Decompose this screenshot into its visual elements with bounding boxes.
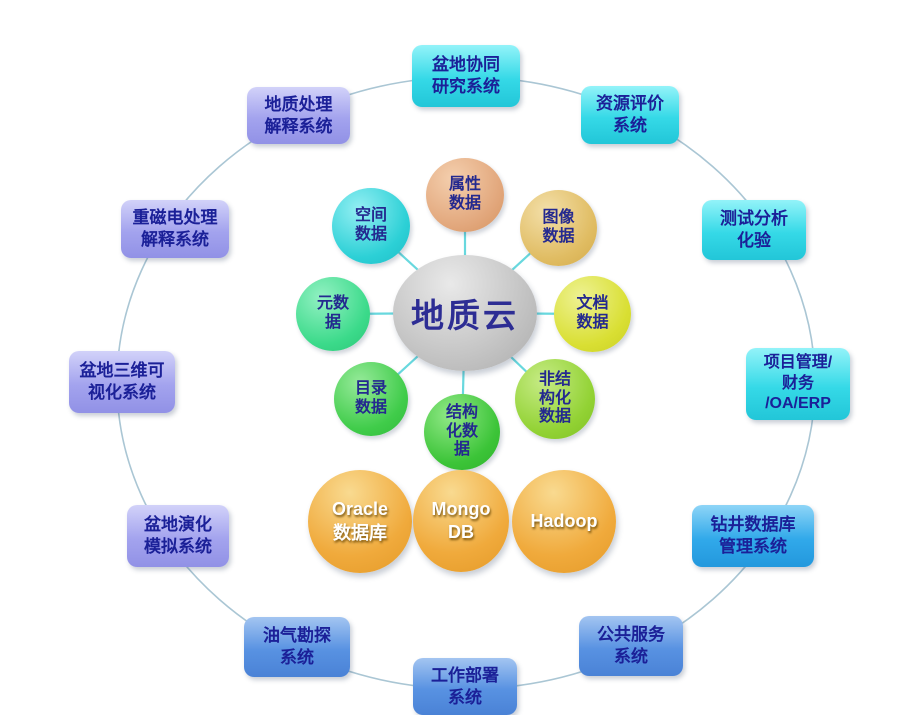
label-line: 工作部署 — [431, 665, 499, 685]
label-line: 视化系统 — [88, 383, 156, 402]
label-line: 系统 — [280, 648, 314, 667]
label-line: 财务 — [781, 374, 814, 392]
label-line: 公共服务 — [597, 625, 665, 645]
geology-cloud-center: 地质云 — [393, 255, 537, 371]
label-line: 盆地演化 — [144, 515, 212, 535]
label-line: 化验 — [737, 231, 771, 250]
label-line: 模拟系统 — [144, 537, 212, 556]
label-line: 数据 — [448, 195, 481, 212]
label-line: 据 — [324, 314, 341, 331]
label-line: 空间 — [354, 207, 387, 225]
system-geological-processing: 地质处理解释系统 — [247, 87, 350, 144]
label-line: 解释系统 — [264, 116, 333, 136]
label-line: 数据 — [354, 226, 387, 243]
label-line: 属性 — [448, 176, 481, 194]
label-line: 元数 — [316, 295, 349, 313]
attribute-data-node: 属性数据 — [426, 158, 504, 232]
label-line: 结构 — [445, 403, 478, 421]
label-line: /OA/ERP — [765, 395, 831, 413]
label-line: 系统 — [448, 687, 482, 707]
label-line: 测试分析 — [720, 209, 788, 229]
image-data-node: 图像数据 — [520, 190, 597, 266]
spatial-data-node: 空间数据 — [332, 188, 410, 264]
label-line: 据 — [453, 441, 470, 459]
label-line: Hadoop — [530, 510, 598, 531]
structured-data-node: 结构化数据 — [424, 394, 500, 470]
label-line: 数据 — [576, 314, 609, 331]
label-line: Mongo — [431, 498, 491, 519]
system-resource-evaluation: 资源评价系统 — [581, 86, 679, 144]
system-drilling-database-management: 钻井数据库管理系统 — [692, 505, 814, 567]
system-work-deployment: 工作部署系统 — [413, 658, 517, 715]
system-gravity-magnetic-electric: 重磁电处理解释系统 — [121, 200, 229, 258]
system-public-service: 公共服务系统 — [579, 616, 683, 676]
label-line: 数据库 — [333, 522, 387, 543]
label-line: 数据 — [538, 408, 571, 426]
label-line: 目录 — [354, 380, 387, 398]
label-line: 资源评价 — [596, 94, 664, 114]
label-line: 文档 — [576, 295, 609, 313]
label-line: 系统 — [614, 647, 648, 666]
label-line: 地质处理 — [264, 94, 333, 114]
label-line: Oracle — [331, 499, 389, 520]
label-line: 油气勘探 — [263, 626, 331, 646]
label-line: 管理系统 — [719, 537, 787, 556]
label-line: 化数 — [445, 422, 478, 440]
label-line: 钻井数据库 — [710, 515, 796, 535]
label-line: 非结 — [538, 370, 571, 388]
system-test-analysis-assay: 测试分析化验 — [702, 200, 806, 260]
system-project-finance-oa-erp: 项目管理/财务/OA/ERP — [746, 348, 850, 420]
label-line: 盆地协同 — [432, 55, 500, 75]
label-line: 重磁电处理 — [132, 208, 218, 228]
metadata-node: 元数据 — [296, 277, 370, 351]
geology-cloud-label: 地质云 — [411, 297, 519, 334]
label-line: 构化 — [538, 389, 571, 407]
label-line: 解释系统 — [141, 230, 209, 249]
system-oil-gas-exploration: 油气勘探系统 — [244, 617, 350, 677]
system-basin-collaborative-research: 盆地协同研究系统 — [412, 45, 520, 107]
label-line: 研究系统 — [432, 77, 500, 96]
label-line: 项目管理/ — [763, 354, 833, 372]
unstructured-data-node: 非结构化数据 — [515, 359, 595, 439]
system-basin-3d-visualization: 盆地三维可视化系统 — [69, 351, 175, 413]
label-line: 数据 — [354, 399, 387, 416]
label-line: DB — [448, 522, 474, 542]
label-line: 系统 — [613, 116, 647, 135]
hadoop-node: Hadoop — [512, 470, 616, 573]
label-line: 盆地三维可 — [79, 361, 165, 381]
label-line: 数据 — [542, 228, 575, 245]
catalog-data-node: 目录数据 — [334, 362, 408, 436]
system-basin-evolution-simulation: 盆地演化模拟系统 — [127, 505, 229, 567]
label-line: 图像 — [542, 209, 575, 227]
document-data-node: 文档数据 — [554, 276, 631, 352]
